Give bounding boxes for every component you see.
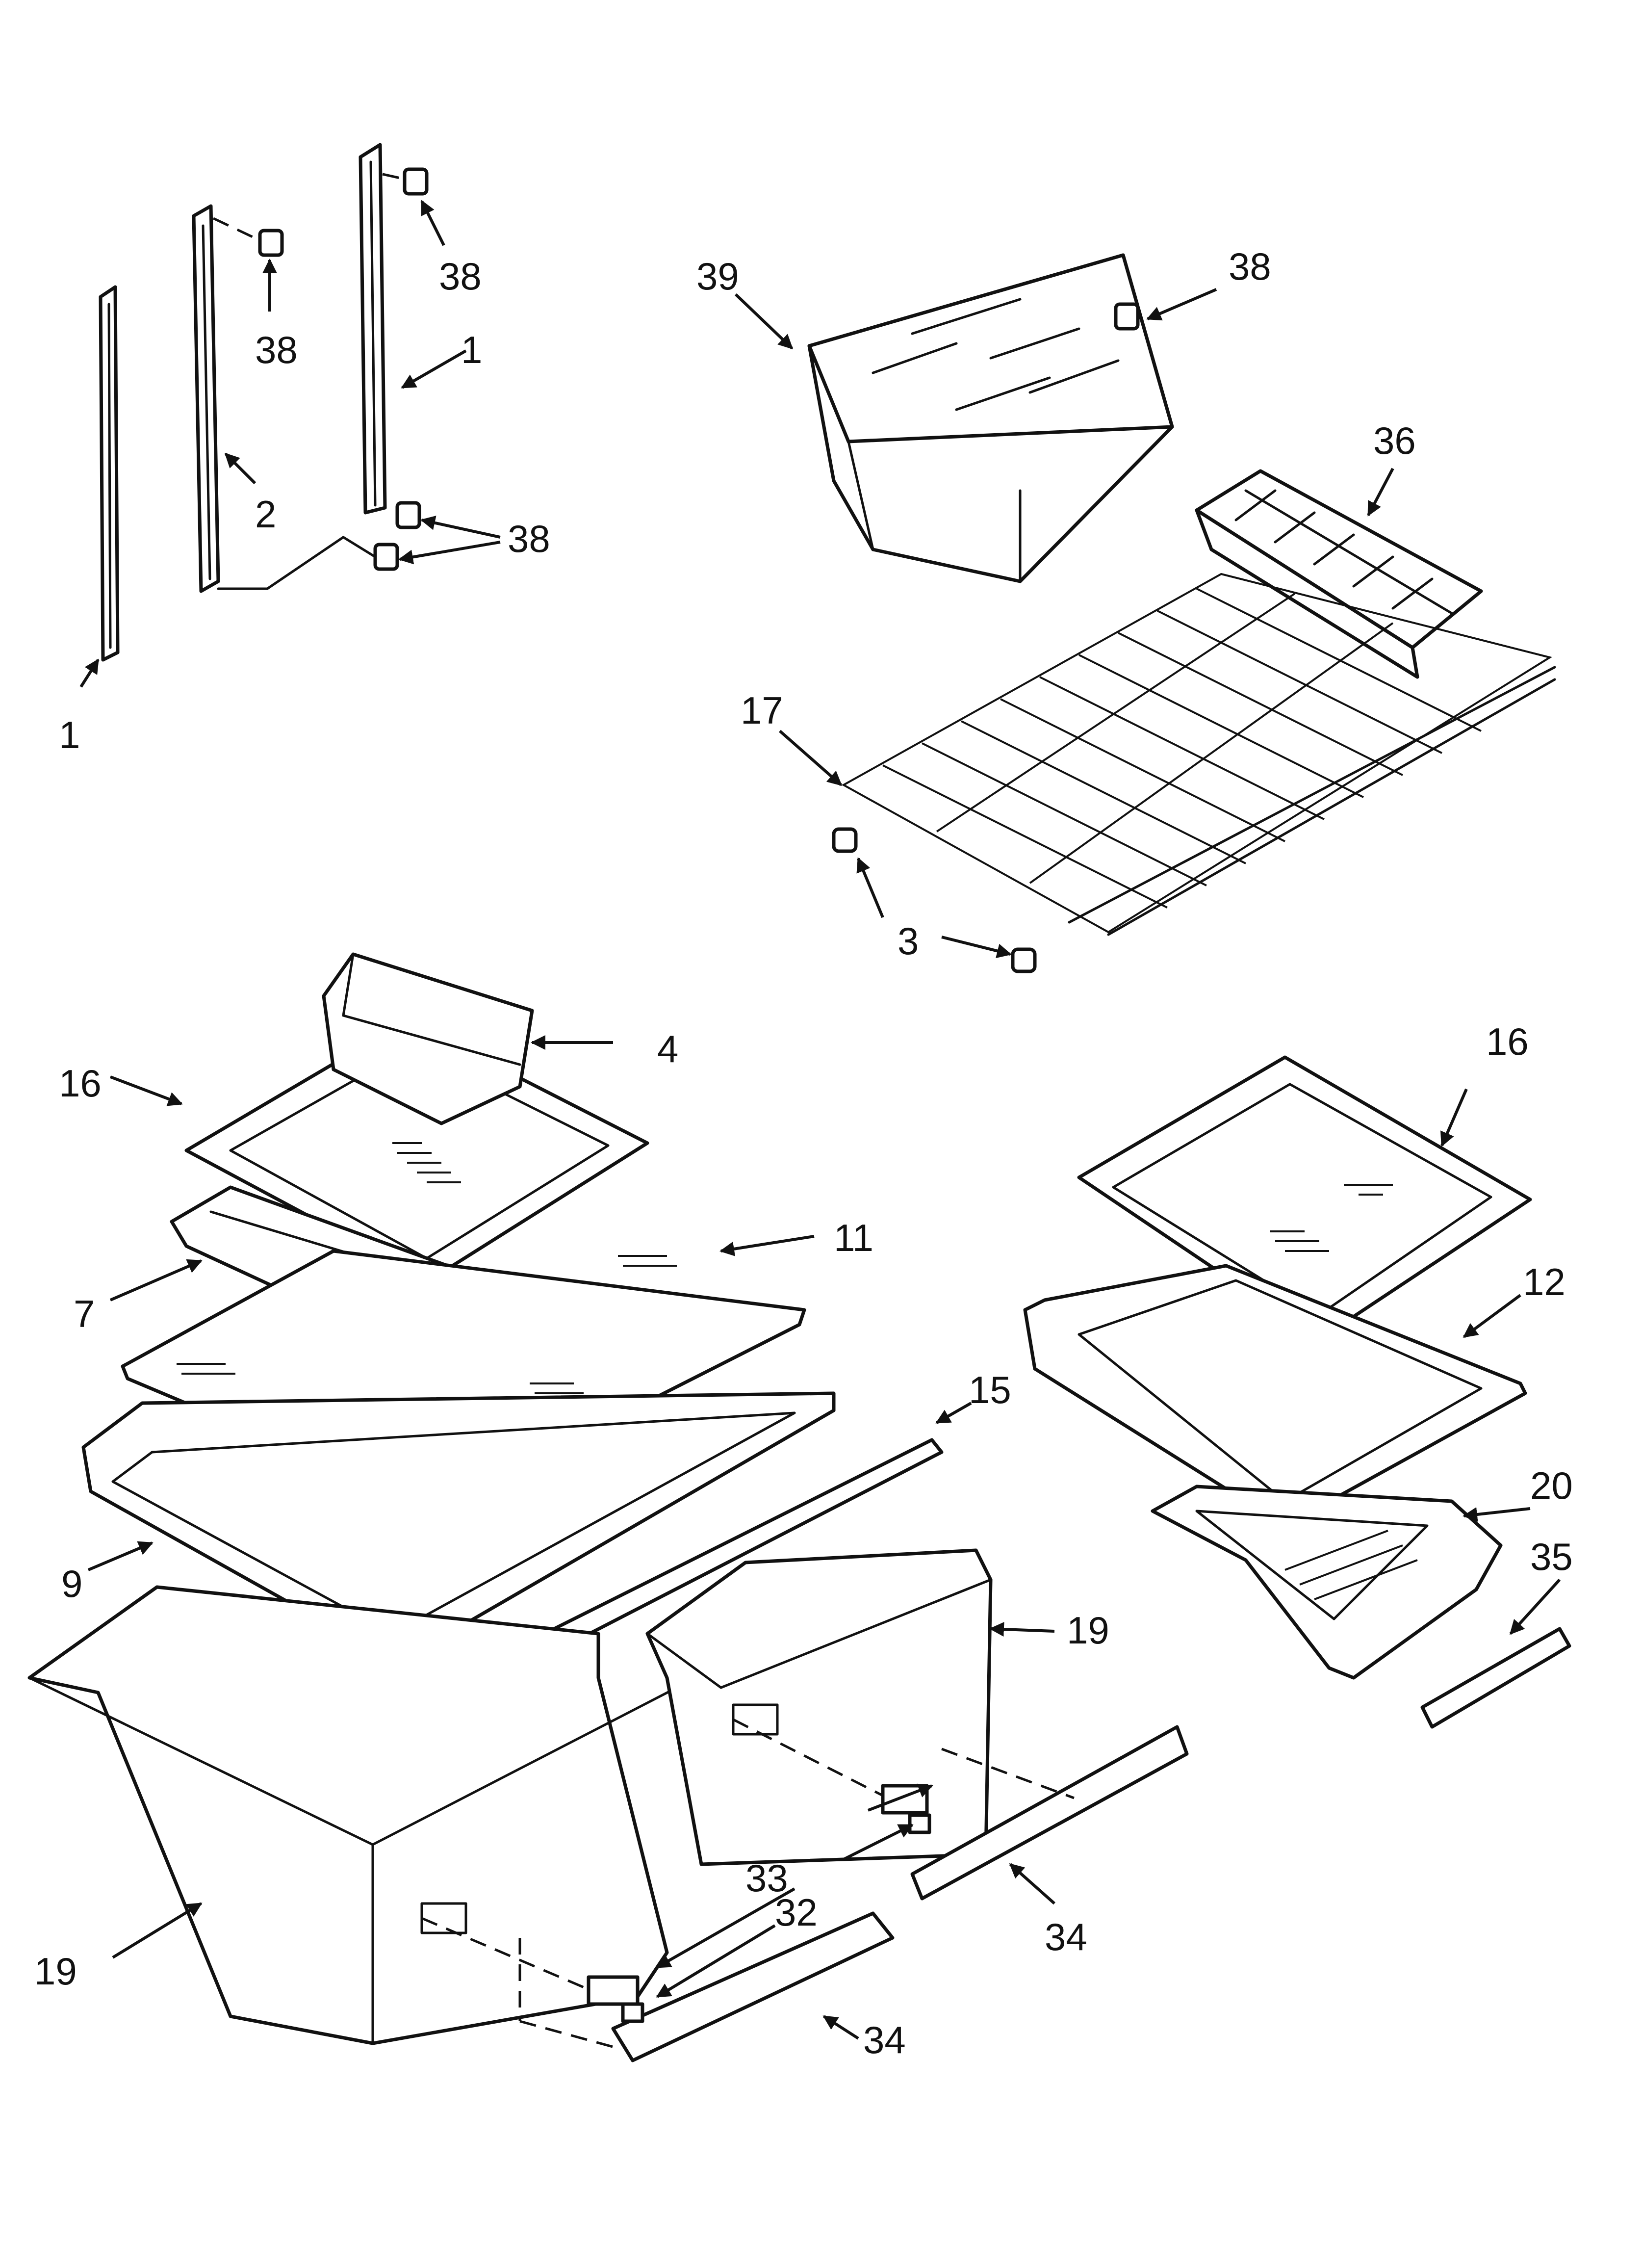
leader-lines <box>79 200 1561 2040</box>
callout-34-right: 34 <box>1045 1915 1087 1958</box>
shelf-ladder-left <box>99 285 120 662</box>
callout-4: 4 <box>657 1027 678 1070</box>
callout-20: 20 <box>1530 1464 1573 1507</box>
ice-cube-tray <box>1195 469 1483 679</box>
screw-38-lower-b <box>217 536 399 590</box>
callout-11: 11 <box>834 1216 873 1259</box>
callout-3: 3 <box>898 919 919 963</box>
hatch-shelf-right <box>1270 1184 1393 1252</box>
callout-15: 15 <box>969 1368 1011 1411</box>
hinge-clips <box>587 1784 931 2023</box>
screw-38-upper-left <box>212 217 284 257</box>
callout-35: 35 <box>1530 1535 1573 1578</box>
callout-labels: 1 1 2 38 38 38 39 38 36 17 3 4 16 11 7 1… <box>34 245 1573 2061</box>
callout-9: 9 <box>61 1562 82 1605</box>
crisper-drawer-left <box>27 1585 678 2045</box>
callout-2: 2 <box>255 493 276 536</box>
callout-16-right: 16 <box>1486 1020 1529 1063</box>
callout-38-basket: 38 <box>1229 245 1271 288</box>
crisper-drawer-right <box>645 1548 993 1866</box>
callout-1-right: 1 <box>461 328 482 371</box>
callout-36: 36 <box>1373 419 1416 462</box>
callout-34-lower: 34 <box>863 2018 906 2061</box>
drawer-dash-lines <box>421 1718 1075 2050</box>
callout-38-left: 38 <box>255 328 298 371</box>
callout-39: 39 <box>696 255 739 298</box>
meat-pan-drawer <box>1151 1485 1503 1680</box>
callout-16-left: 16 <box>59 1062 102 1105</box>
callout-7: 7 <box>74 1292 95 1335</box>
drawer-rails <box>611 1627 1571 2062</box>
hatch-shelf-left <box>392 1142 461 1183</box>
shelf-ladder-center <box>192 204 220 593</box>
storage-bin <box>322 952 534 1125</box>
screw-38-upper-right <box>382 167 429 196</box>
callout-38-lower: 38 <box>508 517 550 560</box>
callout-19-right: 19 <box>1067 1609 1109 1652</box>
callout-1-left: 1 <box>59 713 80 756</box>
shelf-ladder-right <box>359 143 387 515</box>
freezer-basket <box>807 253 1174 583</box>
crisper-cover-frame <box>81 1391 836 1665</box>
callout-33: 33 <box>745 1856 788 1900</box>
wire-shelf <box>841 573 1556 936</box>
callout-32: 32 <box>775 1891 818 1934</box>
callout-19-left: 19 <box>34 1950 77 1993</box>
callout-12: 12 <box>1523 1260 1565 1303</box>
shelf-stops <box>832 827 1037 973</box>
screw-38-basket <box>1114 302 1140 331</box>
callout-38-upper-right: 38 <box>439 255 482 298</box>
callout-17: 17 <box>741 689 783 732</box>
shelf-frame-right <box>1023 1264 1527 1528</box>
screw-38-lower-a <box>395 501 421 529</box>
